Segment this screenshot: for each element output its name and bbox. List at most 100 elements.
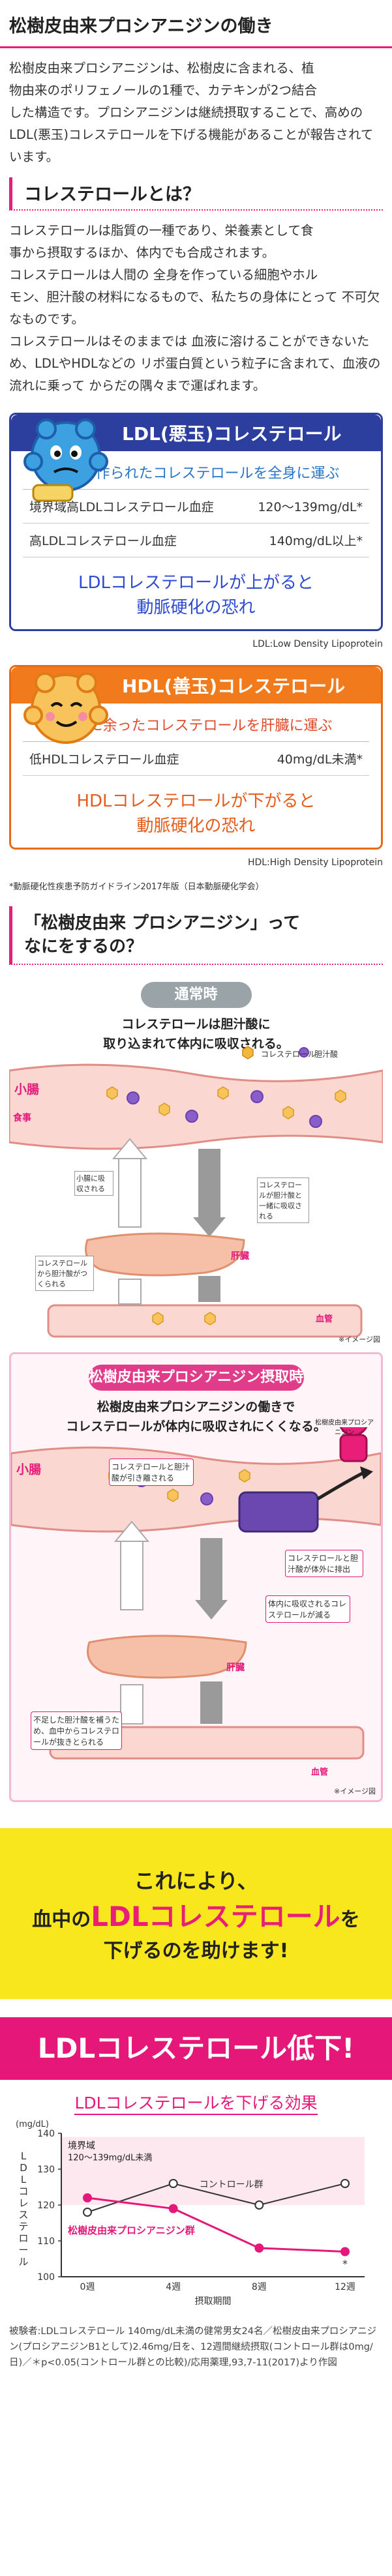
legend-bile-label: 胆汁酸 bbox=[314, 1050, 339, 1059]
x-tick-label: 8週 bbox=[252, 2282, 267, 2292]
significance-mark: * bbox=[342, 2258, 348, 2270]
section1-heading: 松樹皮由来プロシアニジンの働き bbox=[0, 0, 392, 48]
absorbed-label: 小腸に吸収される bbox=[74, 1171, 113, 1196]
small-intestine-label: 小腸 bbox=[14, 1082, 40, 1097]
hdl-row: 低HDLコレステロール血症 40mg/dL未満* bbox=[23, 742, 369, 776]
y-axis-label-char: レ bbox=[18, 2197, 28, 2209]
with-bile-label: コレステロールが胆汁酸と一緒に吸収される bbox=[257, 1177, 309, 1223]
section3-heading: 「松樹皮由来 プロシアニジン」って なにをするの？ bbox=[9, 906, 383, 965]
hdl-mascot-icon bbox=[23, 672, 108, 744]
liver-label: 肝臓 bbox=[231, 1251, 249, 1262]
band-label: 境界域 bbox=[68, 2141, 95, 2152]
diagram-normal: 通常時 コレステロールは胆汁酸に 取り込まれて体内に吸収される。 bbox=[9, 982, 383, 1347]
procyanidin-character-icon bbox=[339, 1427, 368, 1462]
intestine-shape bbox=[9, 1063, 383, 1150]
footnote: 被験者:LDLコレステロール 140mg/dL未満の健常男女24名／松樹皮由来プ… bbox=[9, 2326, 377, 2368]
y-axis-label-char: ス bbox=[18, 2209, 28, 2221]
y-tick-label: 140 bbox=[37, 2129, 55, 2139]
x-axis-label: 摂取期間 bbox=[195, 2296, 232, 2307]
row-label: 低HDLコレステロール血症 bbox=[29, 752, 179, 767]
blood-label: 血管 bbox=[316, 1314, 333, 1324]
step3-label: 体内に吸収されるコレステロールが減る bbox=[265, 1595, 350, 1623]
text-line: コレステロールはそのままでは 血液に溶けることができないため、LDLやHDLなど… bbox=[9, 334, 381, 393]
heading-line: 「松樹皮由来 プロシアニジン」って bbox=[24, 913, 301, 933]
y-tick-label: 100 bbox=[37, 2272, 55, 2283]
conclusion-line: LDLコレステロールが上がると bbox=[78, 573, 314, 593]
conclusion-line: 動脈硬化の恐れ bbox=[136, 598, 256, 617]
series-label-control: コントロール群 bbox=[200, 2180, 264, 2190]
data-point bbox=[168, 2179, 178, 2188]
conclusion-line: HDLコレステロールが下がると bbox=[76, 792, 316, 811]
chart-title: LDLコレステロールを下げる効果 bbox=[9, 2080, 383, 2115]
step2-label: コレステロールと胆汁酸が体外に排出 bbox=[285, 1550, 363, 1577]
chart-title-text: LDLコレステロールを下げる効果 bbox=[74, 2094, 318, 2115]
y-tick-label: 130 bbox=[37, 2165, 55, 2175]
result-pre: 血中の bbox=[32, 1908, 91, 1931]
hdl-abbrev: HDL:High Density Lipoprotein bbox=[247, 857, 383, 868]
intake-pill: 松樹皮由来プロシアニジン摂取時 bbox=[88, 1365, 304, 1391]
ldl-abbrev: LDL:Low Density Lipoprotein bbox=[252, 639, 383, 649]
data-point bbox=[254, 2200, 264, 2210]
y-axis-label-char: テ bbox=[18, 2221, 28, 2232]
blood-label: 血管 bbox=[311, 1768, 329, 1777]
series-label-procyanidin: 松樹皮由来プロシアニジン群 bbox=[68, 2225, 195, 2236]
section1-text: 松樹皮由来プロシアニジンは、松樹皮に含まれる、植 物由来のポリフェノールの1種で… bbox=[0, 48, 392, 168]
hdl-card: HDL(善玉)コレステロール 血管に余ったコレステロールを肝臓に運ぶ 低HDLコ… bbox=[9, 665, 383, 850]
diagram-intake: 松樹皮由来プロシアニジン摂取時 松樹皮由来プロシアニジンの働きで コレステロール… bbox=[9, 1352, 383, 1802]
borderline-band bbox=[61, 2137, 365, 2205]
result-line: 下げるのを助けます! bbox=[103, 1939, 289, 1962]
series-line bbox=[87, 2182, 346, 2213]
result-line: これにより、 bbox=[134, 1868, 258, 1893]
intake-image-note: ※イメージ図 bbox=[334, 1787, 376, 1796]
result-line: 血中のLDLコレステロールを bbox=[32, 1895, 359, 1934]
row-label: 高LDLコレステロール血症 bbox=[29, 534, 177, 548]
y-tick-label: 110 bbox=[37, 2236, 55, 2247]
text-line: コレステロールは脂質の一種であり、栄養素として食 bbox=[9, 223, 314, 238]
ldl-conclusion: LDLコレステロールが上がると動脈硬化の恐れ bbox=[23, 557, 369, 620]
y-axis-label-char: L bbox=[21, 2174, 27, 2185]
food-label: 食事 bbox=[13, 1113, 31, 1123]
step1-label: コレステロールと胆汁酸が引き離される bbox=[109, 1458, 194, 1486]
step4-label: 不足した胆汁酸を補うため、血中からコレステロールが抜きとられる bbox=[31, 1711, 122, 1750]
normal-diagram-graphic bbox=[9, 1046, 383, 1338]
text-line: モン、胆汁酸の材料になるもので、私たちの身体にとって 不可欠なものです。 bbox=[9, 289, 380, 327]
band-range-label: 120〜139mg/dL未満 bbox=[68, 2154, 152, 2163]
chart-svg: 境界域120〜139mg/dL未満100110120130140(mg/dL)L… bbox=[16, 2120, 365, 2307]
title-line: コレステロールは胆汁酸に bbox=[121, 1017, 271, 1031]
text-line: 事から摂取するほか、体内でも合成されます。 bbox=[9, 245, 275, 260]
x-tick-label: 12週 bbox=[335, 2282, 355, 2292]
series-line bbox=[87, 2197, 346, 2253]
row-value: 40mg/dL未満* bbox=[277, 752, 363, 767]
normal-image-note: ※イメージ図 bbox=[339, 1335, 380, 1344]
ldl-mascot-icon bbox=[23, 419, 108, 502]
liver-label: 肝臓 bbox=[226, 1663, 245, 1673]
row-value: 140mg/dL以上* bbox=[269, 534, 363, 548]
x-tick-label: 0週 bbox=[80, 2282, 95, 2292]
data-point bbox=[83, 2208, 92, 2217]
y-axis-label-char: コ bbox=[18, 2185, 28, 2197]
title-line: 松樹皮由来プロシアニジンの働きで bbox=[97, 1400, 295, 1414]
legend-chol-label: コレステロール bbox=[261, 1050, 316, 1059]
source-note: *動脈硬化性疾患予防ガイドライン2017年版（日本動脈硬化学会） bbox=[9, 882, 264, 892]
liver-shape bbox=[87, 1635, 247, 1679]
ldl-card: LDL(悪玉)コレステロール 肝臓で作られたコレステロールを全身に運ぶ 境界域高… bbox=[9, 413, 383, 631]
row-value: 120〜139mg/dL* bbox=[258, 500, 363, 514]
character-label: 松樹皮由来プロシアニジン bbox=[315, 1419, 374, 1436]
legend-icon bbox=[242, 1046, 309, 1059]
data-point bbox=[168, 2204, 178, 2213]
text-line: した構造です。プロシアニジンは継続摂取することで、高めのLDL(悪玉)コレステロ… bbox=[9, 105, 374, 164]
y-axis-label-char: L bbox=[21, 2150, 27, 2162]
intake-title: 松樹皮由来プロシアニジンの働きで コレステロールが体内に吸収されにくくなる。 bbox=[11, 1397, 381, 1436]
from-chol-label: コレステロールから胆汁酸がつくられる bbox=[35, 1256, 94, 1291]
ldl-row: 高LDLコレステロール血症 140mg/dL以上* bbox=[23, 524, 369, 557]
data-point bbox=[340, 2247, 350, 2257]
hdl-conclusion: HDLコレステロールが下がると動脈硬化の恐れ bbox=[23, 776, 369, 838]
ldl-lowering-banner: LDLコレステロール低下! bbox=[0, 2017, 392, 2080]
heading-line: なにをするの？ bbox=[24, 937, 143, 956]
small-intestine-label: 小腸 bbox=[16, 1462, 42, 1477]
section2-heading: コレステロールとは？ bbox=[9, 177, 383, 211]
title-line: コレステロールが体内に吸収されにくくなる。 bbox=[66, 1419, 326, 1434]
y-axis-label-char: ロ bbox=[18, 2232, 28, 2244]
